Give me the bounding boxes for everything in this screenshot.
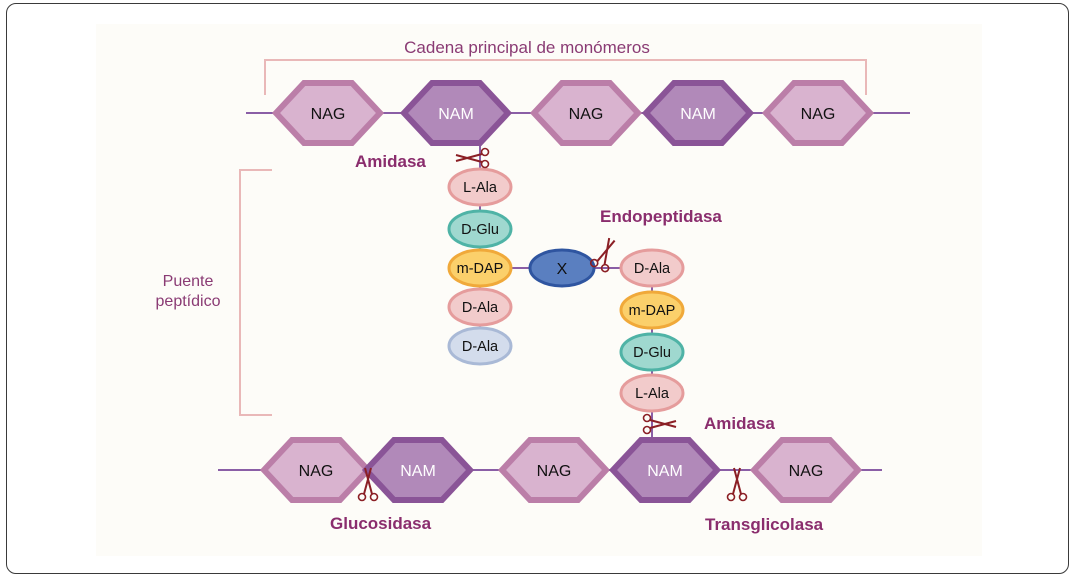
bottom-chain-nag-unit: NAG (259, 437, 373, 503)
left-residue-l-ala: L-Ala (447, 167, 513, 207)
nam-hexagon (361, 437, 475, 503)
left-residue-d-glu: D-Glu (447, 209, 513, 249)
left-residue-d-ala: D-Ala (447, 326, 513, 366)
enzyme-label-endopeptidasa: Endopeptidasa (600, 207, 722, 226)
residue-ellipse (619, 332, 685, 372)
figure-frame (6, 3, 1069, 574)
residue-label: m-DAP (629, 303, 676, 319)
bottom-glycan-chain: NAG NAM NAG NAM NAG (259, 437, 863, 503)
residue-ellipse (447, 326, 513, 366)
scissors-icon-glucosidasa (357, 467, 379, 502)
bottom-chain-nag-unit: NAG (749, 437, 863, 503)
top-chain-nam-unit: NAM (641, 80, 755, 146)
main-chain-title: Cadena principal de monómeros (404, 38, 650, 57)
bridge-label-line2: peptídico (156, 293, 221, 310)
enzyme-label-glucosidasa: Glucosidasa (330, 514, 432, 533)
crosslink-residue: X (528, 248, 596, 288)
nag-label: NAG (537, 463, 572, 480)
nam-label: NAM (680, 106, 716, 123)
residue-label: L-Ala (463, 180, 498, 196)
peptide-bridge-bracket (239, 169, 272, 416)
right-residue-d-ala: D-Ala (619, 248, 685, 288)
main-chain-bracket (264, 59, 867, 95)
crosslink-label: X (557, 261, 568, 278)
enzyme-label-amidasa-bottom: Amidasa (704, 414, 775, 433)
residue-ellipse (619, 373, 685, 413)
bottom-chain-nam-unit: NAM (361, 437, 475, 503)
nag-label: NAG (569, 106, 604, 123)
left-residue-m-dap: m-DAP (447, 248, 513, 288)
enzyme-label-amidasa-top: Amidasa (355, 152, 426, 171)
nam-label: NAM (438, 106, 474, 123)
residue-ellipse (447, 248, 513, 288)
scissors-icon-transglicolasa (726, 467, 748, 502)
nam-hexagon (641, 80, 755, 146)
top-chain-nag-unit: NAG (761, 80, 875, 146)
scissors-icon-amidasa-bottom (642, 413, 677, 435)
scissors-icon-amidasa-top (455, 147, 490, 169)
top-chain-nag-unit: NAG (529, 80, 643, 146)
nag-label: NAG (311, 106, 346, 123)
enzyme-label-transglicolasa: Transglicolasa (705, 515, 824, 534)
nag-label: NAG (789, 463, 824, 480)
right-residue-m-dap: m-DAP (619, 290, 685, 330)
left-residue-d-ala: D-Ala (447, 287, 513, 327)
nam-label: NAM (647, 463, 683, 480)
residue-ellipse (447, 209, 513, 249)
top-glycan-chain: NAG NAM NAG NAM NAG (271, 80, 875, 146)
residue-label: D-Ala (462, 339, 499, 355)
residue-label: D-Glu (633, 345, 671, 361)
residue-label: D-Ala (462, 300, 499, 316)
bottom-chain-nam-unit: NAM (608, 437, 722, 503)
scissors-icon-endopeptidasa (589, 237, 616, 273)
residue-ellipse (447, 287, 513, 327)
residue-ellipse (447, 167, 513, 207)
cleavage-sites (357, 147, 748, 502)
nag-hexagon (761, 80, 875, 146)
nam-hexagon (608, 437, 722, 503)
nam-hexagon (399, 80, 513, 146)
residue-ellipse (619, 248, 685, 288)
top-chain-nam-unit: NAM (399, 80, 513, 146)
crosslink-ellipse (528, 248, 596, 288)
nag-label: NAG (801, 106, 836, 123)
residue-label: m-DAP (457, 261, 504, 277)
top-chain-nag-unit: NAG (271, 80, 385, 146)
nag-hexagon (271, 80, 385, 146)
residue-label: L-Ala (635, 386, 670, 402)
nag-hexagon (529, 80, 643, 146)
nag-label: NAG (299, 463, 334, 480)
nag-hexagon (749, 437, 863, 503)
nag-hexagon (497, 437, 611, 503)
right-residue-d-glu: D-Glu (619, 332, 685, 372)
right-residue-l-ala: L-Ala (619, 373, 685, 413)
bridge-label-line1: Puente (163, 273, 214, 290)
nam-label: NAM (400, 463, 436, 480)
residue-ellipse (619, 290, 685, 330)
bottom-chain-nag-unit: NAG (497, 437, 611, 503)
residue-label: D-Ala (634, 261, 671, 277)
residue-label: D-Glu (461, 222, 499, 238)
